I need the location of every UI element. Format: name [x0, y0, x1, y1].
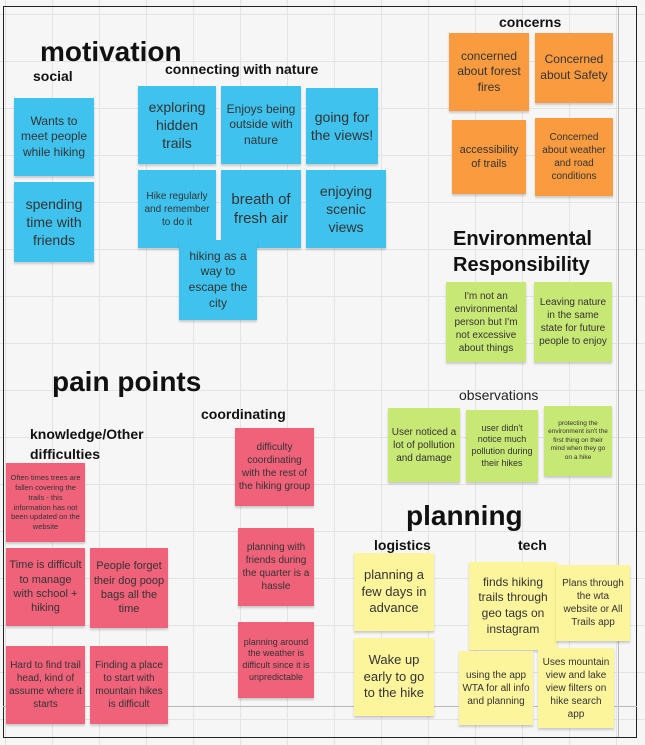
logistics-heading: logistics [374, 537, 431, 553]
sticky-note[interactable]: planning a few days in advance [354, 553, 434, 631]
sticky-note[interactable]: exploring hidden trails [138, 86, 216, 164]
observations-heading: observations [459, 387, 539, 403]
grid-divider-vertical [618, 7, 619, 737]
sticky-note[interactable]: Hike regularly and remember to do it [138, 170, 216, 248]
sticky-note[interactable]: concerned about forest fires [449, 33, 529, 111]
coordinating-heading: coordinating [201, 406, 286, 422]
sticky-note[interactable]: Uses mountain view and lake view filters… [538, 648, 614, 728]
board-frame [3, 6, 637, 738]
environmental-responsibility-heading: Environmental Responsibility [453, 228, 592, 276]
sticky-note[interactable]: User noticed a lot of pollution and dama… [388, 408, 460, 482]
sticky-note[interactable]: I'm not an environmental person but I'm … [446, 282, 526, 362]
sticky-note[interactable]: Wake up early to go to the hike [354, 638, 434, 716]
sticky-note[interactable]: Wants to meet people while hiking [14, 98, 94, 176]
sticky-note[interactable]: Hard to find trail head, kind of assume … [6, 646, 85, 724]
sticky-note[interactable]: spending time with friends [14, 182, 94, 262]
sticky-note[interactable]: hiking as a way to escape the city [179, 240, 257, 320]
sticky-note[interactable]: finds hiking trails through geo tags on … [469, 562, 557, 650]
motivation-heading: motivation [40, 36, 182, 67]
tech-heading: tech [518, 537, 547, 553]
sticky-note[interactable]: using the app WTA for all info and plann… [459, 651, 533, 725]
connecting-with-nature-heading: connecting with nature [165, 61, 319, 77]
sticky-note[interactable]: going for the views! [306, 88, 378, 164]
sticky-note[interactable]: planning with friends during the quarter… [238, 528, 314, 606]
planning-heading: planning [406, 500, 523, 531]
sticky-note[interactable]: People forget their dog poop bags all th… [90, 548, 168, 628]
sticky-note[interactable]: Plans through the wta website or All Tra… [556, 565, 630, 641]
grid-divider-horizontal [3, 706, 637, 707]
sticky-note[interactable]: Time is difficult to manage with school … [6, 548, 85, 626]
sticky-note[interactable]: Finding a place to start with mountain h… [90, 646, 168, 724]
sticky-note[interactable]: Often times trees are fallen covering th… [6, 463, 85, 542]
sticky-note[interactable]: Concerned about Safety [535, 33, 613, 103]
social-heading: social [33, 68, 73, 84]
sticky-note[interactable]: Leaving nature in the same state for fut… [534, 282, 612, 362]
sticky-note[interactable]: enjoying scenic views [306, 170, 386, 248]
knowledge-other-heading: knowledge/Other difficulties [30, 426, 144, 462]
sticky-note[interactable]: breath of fresh air [221, 170, 301, 248]
pain-points-heading: pain points [52, 366, 202, 397]
sticky-note[interactable]: protecting the environment isn't the fir… [544, 406, 612, 476]
sticky-note[interactable]: planning around the weather is difficult… [238, 622, 314, 698]
sticky-note[interactable]: difficulty coordinating with the rest of… [235, 428, 314, 506]
concerns-heading: concerns [499, 14, 562, 30]
sticky-note[interactable]: accessibility of trails [452, 120, 526, 194]
sticky-note[interactable]: user didn't notice much pollution during… [466, 410, 538, 482]
sticky-note[interactable]: Enjoys being outside with nature [221, 86, 301, 164]
sticky-note[interactable]: Concerned about weather and road conditi… [535, 118, 613, 196]
